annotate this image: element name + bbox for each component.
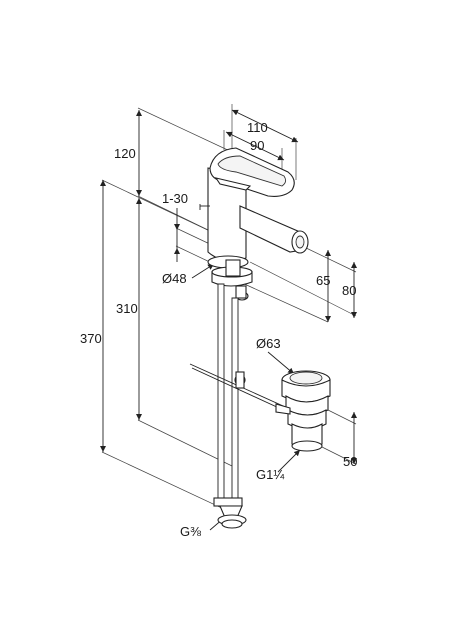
dimension-labels: 110 90 120 1-30 Ø48 65 80 310 370 Ø63 50…: [80, 120, 357, 539]
dim-80-label: 80: [342, 283, 356, 298]
dim-90-label: 90: [250, 138, 264, 153]
dimension-lines: [100, 109, 357, 531]
dim-310-label: 310: [116, 301, 138, 316]
thread-g1-1-4-label: G1¼: [256, 467, 284, 482]
supply-hoses: [213, 283, 247, 529]
dim-120-label: 120: [114, 146, 136, 161]
dim-diameter-48-label: Ø48: [162, 271, 187, 286]
dim-370-label: 370: [80, 331, 102, 346]
dim-50-label: 50: [343, 454, 357, 469]
dim-65-label: 65: [316, 273, 330, 288]
thread-g3-8-label: G⅜: [180, 524, 201, 539]
dim-diameter-63-label: Ø63: [256, 336, 281, 351]
dim-1-30-label: 1-30: [162, 191, 188, 206]
popup-linkage: [189, 363, 293, 415]
drain-valve: [275, 370, 331, 452]
extension-lines: [101, 104, 357, 511]
dim-110-label: 110: [247, 120, 268, 135]
faucet-body: [199, 147, 309, 269]
